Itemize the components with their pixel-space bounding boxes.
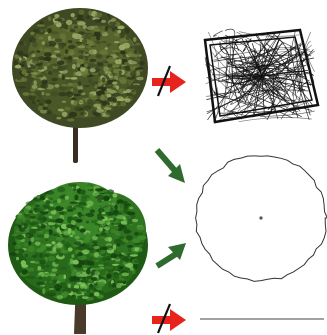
- bottom-tree-canopy: [8, 182, 148, 305]
- red-arrow-top-shape: [152, 71, 186, 93]
- top-tree-canopy: [12, 8, 148, 128]
- red-arrow-bottom: [152, 304, 186, 333]
- circle-center-dot: [259, 216, 262, 219]
- circle-outline-drawing: [196, 156, 327, 282]
- scribble-drawing: [205, 29, 318, 122]
- bottom-tree-image: [8, 182, 148, 334]
- green-arrow-down-right: [157, 150, 185, 183]
- top-tree-image: [12, 8, 148, 163]
- red-arrow-top: [152, 66, 186, 96]
- red-arrow-bottom-shape: [152, 309, 186, 331]
- green-arrow-up-right: [157, 243, 186, 266]
